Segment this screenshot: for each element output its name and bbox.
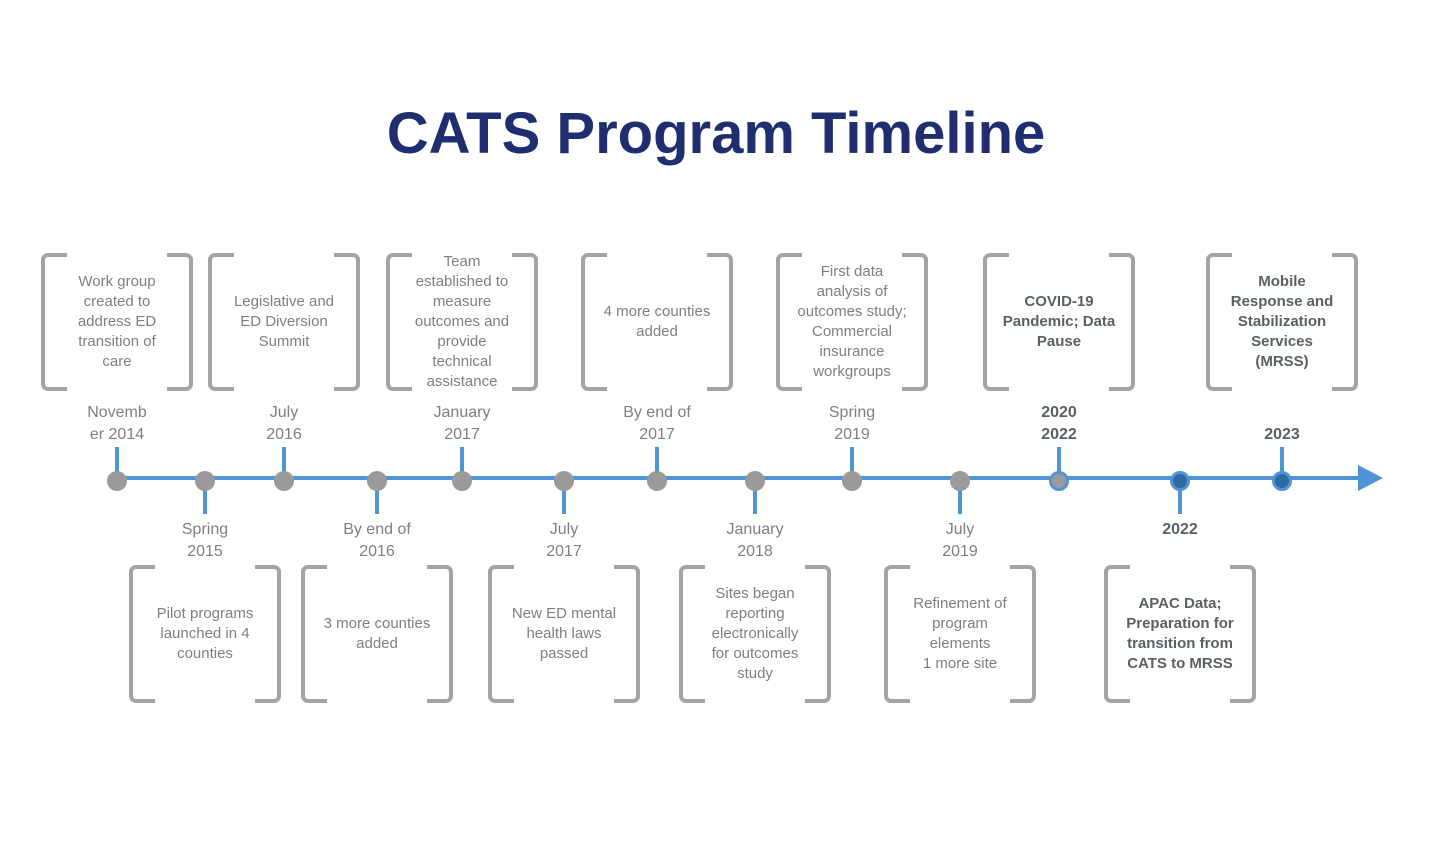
timeline-dot (554, 471, 574, 491)
event-bracket-box: Legislative and ED Diversion Summit (208, 253, 360, 391)
event-label: COVID-19 Pandemic; Data Pause (1002, 293, 1116, 350)
timeline-dot (107, 471, 127, 491)
connector-line (562, 481, 566, 514)
event-label: 3 more counties added (323, 615, 431, 652)
event-label: Refinement of program elements 1 more si… (913, 595, 1007, 672)
event-label: New ED mental health laws passed (511, 605, 617, 662)
event-label: First data analysis of outcomes study; C… (797, 263, 907, 380)
timeline-dot (1049, 471, 1069, 491)
event-bracket-box: Refinement of program elements 1 more si… (884, 565, 1036, 703)
event-bracket-box: Sites began reporting electronically for… (679, 565, 831, 703)
event-bracket-box: COVID-19 Pandemic; Data Pause (983, 253, 1135, 391)
timeline-dot (842, 471, 862, 491)
connector-line (655, 447, 659, 479)
timeline-dot (950, 471, 970, 491)
connector-line (1280, 447, 1284, 479)
event-bracket-box: New ED mental health laws passed (488, 565, 640, 703)
timeline-dot (274, 471, 294, 491)
event-bracket-box: Mobile Response and Stabilization Servic… (1206, 253, 1358, 391)
event-bracket-box: APAC Data; Preparation for transition fr… (1104, 565, 1256, 703)
connector-line (958, 481, 962, 514)
page-title: CATS Program Timeline (386, 101, 1046, 166)
timeline-dot (1170, 471, 1190, 491)
event-label: Pilot programs launched in 4 counties (156, 605, 254, 662)
event-bracket-box: Work group created to address ED transit… (41, 253, 193, 391)
event-label: Legislative and ED Diversion Summit (233, 293, 335, 350)
arrow-right-icon (1358, 465, 1383, 491)
connector-line (115, 447, 119, 479)
event-bracket-box: 4 more counties added (581, 253, 733, 391)
timeline-dot (367, 471, 387, 491)
event-label: Mobile Response and Stabilization Servic… (1230, 273, 1334, 370)
event-label: Sites began reporting electronically for… (711, 585, 799, 682)
timeline-dot (745, 471, 765, 491)
event-label: 4 more counties added (603, 303, 711, 340)
connector-line (282, 447, 286, 479)
event-label: APAC Data; Preparation for transition fr… (1126, 595, 1234, 672)
connector-line (850, 447, 854, 479)
event-date: 2022 (1162, 521, 1198, 538)
connector-line (1178, 481, 1182, 514)
event-date: 2023 (1264, 426, 1300, 443)
event-bracket-box: First data analysis of outcomes study; C… (776, 253, 928, 391)
event-label: Work group created to address ED transit… (77, 273, 157, 370)
event-bracket-box: 3 more counties added (301, 565, 453, 703)
connector-line (460, 447, 464, 479)
connector-line (753, 481, 757, 514)
connector-line (203, 481, 207, 514)
event-bracket-box: Pilot programs launched in 4 counties (129, 565, 281, 703)
timeline-dot (195, 471, 215, 491)
connector-line (1057, 447, 1061, 479)
timeline-dot (452, 471, 472, 491)
timeline-axis (108, 476, 1362, 480)
event-bracket-box: Team established to measure outcomes and… (386, 253, 538, 391)
timeline-dot (647, 471, 667, 491)
event-label: Team established to measure outcomes and… (414, 253, 510, 390)
connector-line (375, 481, 379, 514)
timeline-dot (1272, 471, 1292, 491)
